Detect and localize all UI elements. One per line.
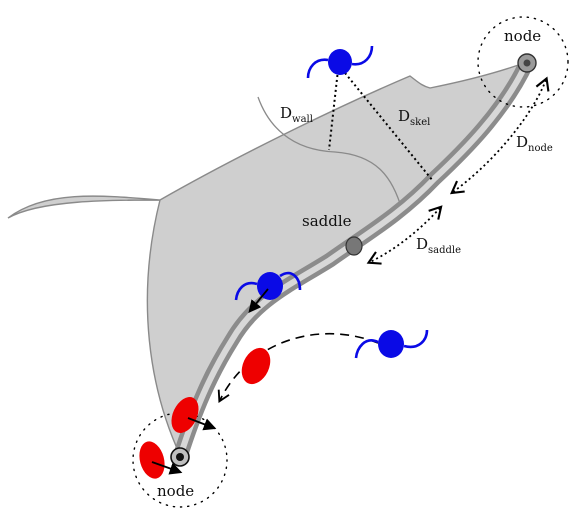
spin-arrow-blue-mid — [248, 288, 269, 313]
d-node-main: D — [516, 133, 528, 151]
wall-ridge-line — [257, 96, 403, 211]
node-top-label: node — [504, 27, 541, 45]
d-skel-main: D — [398, 107, 410, 125]
blue-galaxy-top — [306, 45, 374, 79]
galaxy-trajectory — [217, 332, 379, 403]
d-skel-label: Dskel — [398, 107, 430, 128]
d-wall-sub: wall — [292, 114, 313, 125]
wall-sheet — [7, 60, 529, 458]
d-node-arrow — [449, 76, 550, 195]
d-wall-label: Dwall — [280, 104, 313, 125]
top-node-region — [477, 16, 569, 108]
red-galaxy-low — [171, 397, 199, 433]
top-node-core — [523, 59, 531, 67]
blue-galaxy-right — [354, 329, 429, 359]
d-saddle-main: D — [416, 235, 428, 253]
d-saddle-sub: saddle — [428, 245, 461, 256]
d-saddle-arrow — [366, 205, 443, 265]
bottom-node-region — [132, 412, 228, 508]
saddle-point — [345, 236, 363, 256]
bottom-node-core — [176, 453, 184, 461]
d-wall-main: D — [280, 104, 292, 122]
red-galaxy-bottom — [139, 441, 165, 479]
spin-arrow-red-low — [187, 417, 217, 431]
saddle-label: saddle — [302, 212, 352, 230]
spin-arrow-red-bottom — [151, 461, 183, 475]
blue-galaxy-mid — [234, 271, 302, 301]
red-galaxy-mid — [241, 347, 271, 385]
node-bottom-label: node — [157, 482, 194, 500]
d-skel-sub: skel — [410, 117, 430, 128]
d-wall-line — [328, 69, 339, 151]
d-saddle-label: Dsaddle — [416, 235, 461, 256]
d-node-label: Dnode — [516, 133, 553, 154]
d-skel-line — [344, 72, 434, 182]
d-node-sub: node — [528, 143, 553, 154]
